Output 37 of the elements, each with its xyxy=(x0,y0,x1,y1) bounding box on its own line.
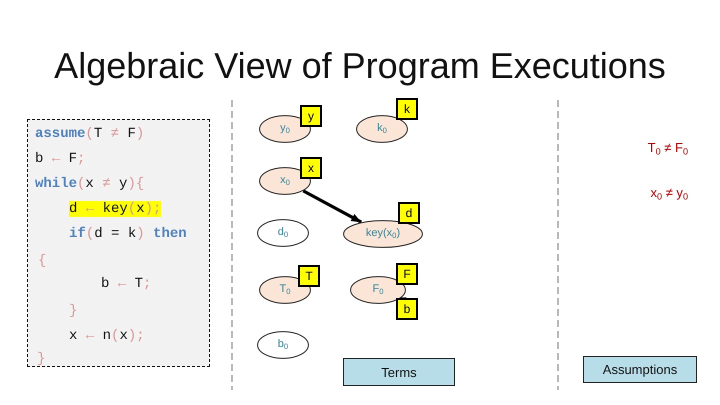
variable-tag: F xyxy=(396,263,418,285)
code-line: x ← n(x); xyxy=(69,328,145,344)
section-label-box: Assumptions xyxy=(583,356,697,383)
code-panel xyxy=(27,119,210,367)
term-text: d$_{0}$ xyxy=(278,226,288,240)
term-text: T$_{0}$ xyxy=(279,282,290,298)
term-ellipse xyxy=(257,331,309,359)
code-line: } xyxy=(69,303,78,319)
term-ellipse xyxy=(350,276,406,304)
code-line: b ← T; xyxy=(101,276,152,292)
term-text: F$_{0}$ xyxy=(372,282,384,298)
code-line: { xyxy=(38,253,46,269)
variable-tag: x xyxy=(300,157,322,179)
term-text: b$_{0}$ xyxy=(278,338,288,352)
variable-tag: y xyxy=(300,105,322,127)
arrow xyxy=(302,190,362,224)
code-line: while(x ≠ y){ xyxy=(35,176,144,192)
term-text: key(x$_{0}$) xyxy=(366,226,400,242)
assumption-text: T$_{0}$ ≠ F$_{0}$ xyxy=(648,140,688,158)
code-line: if(d = k) then xyxy=(69,226,187,242)
term-text: x$_{0}$ xyxy=(280,174,290,188)
code-line: } xyxy=(37,351,46,367)
code-line: assume(T ≠ F) xyxy=(35,126,144,142)
code-line: b ← F; xyxy=(35,151,86,167)
slide-title: Algebraic View of Program Executions xyxy=(54,46,666,86)
term-ellipse xyxy=(356,115,408,143)
connector-line xyxy=(400,297,406,299)
variable-tag: d xyxy=(398,202,420,224)
variable-tag: b xyxy=(396,298,418,320)
variable-tag: T xyxy=(298,265,320,287)
term-text: k$_{0}$ xyxy=(377,122,387,136)
variable-tag: k xyxy=(396,98,418,120)
assumption-text: x$_{0}$ ≠ y$_{0}$ xyxy=(650,185,688,204)
term-text: y$_{0}$ xyxy=(280,122,290,136)
section-label-box: Terms xyxy=(343,358,455,386)
term-ellipse xyxy=(343,220,423,248)
term-ellipse xyxy=(257,219,309,247)
